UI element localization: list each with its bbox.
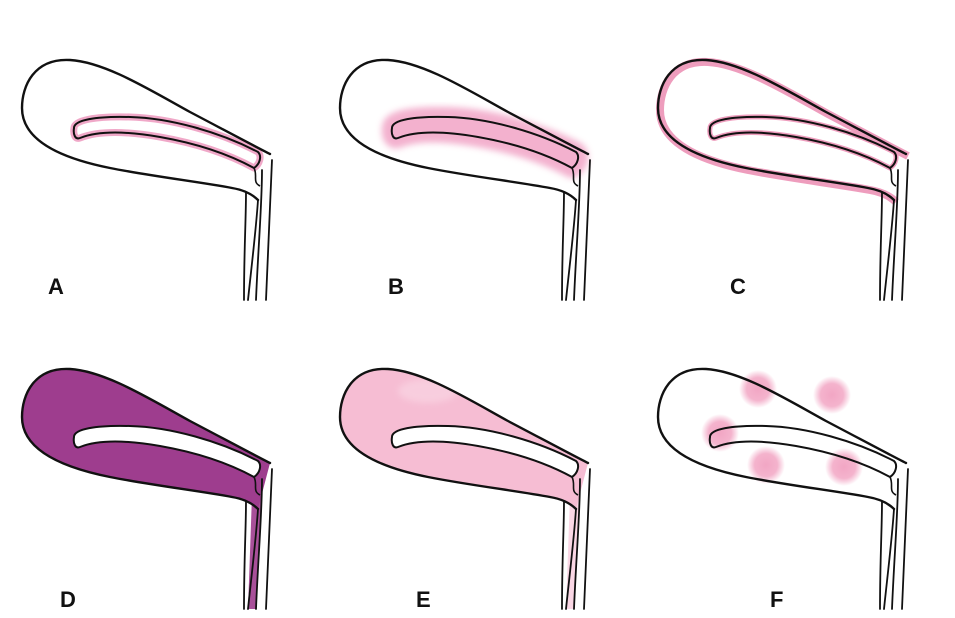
cervical-canal-line — [880, 501, 882, 609]
panel-d: D — [0, 309, 318, 618]
panel-b: B — [318, 0, 636, 309]
cervical-canal-line — [266, 469, 272, 609]
panel-label-e: E — [416, 589, 431, 611]
cervical-canal-line — [880, 192, 882, 300]
cervical-canal-line — [266, 160, 272, 300]
uterus-diagram-b — [318, 0, 636, 309]
panel-label-b: B — [388, 276, 404, 298]
cervical-canal-line — [244, 192, 246, 300]
uterine-wall-outline — [658, 369, 906, 509]
panel-f: F — [636, 309, 954, 618]
cervical-canal-line — [584, 469, 590, 609]
uterus-diagram-d — [0, 309, 318, 618]
cervical-canal-line — [902, 160, 908, 300]
panel-c: C — [636, 0, 954, 309]
cervical-canal-line — [244, 501, 246, 609]
highlight — [398, 379, 458, 403]
uterus-diagram-a — [0, 0, 318, 309]
internal-os-line — [890, 477, 896, 495]
uterus-diagram-f — [636, 309, 954, 618]
cervical-canal-line — [892, 170, 898, 300]
uterus-diagram-c — [636, 0, 954, 309]
cervical-canal-line — [584, 160, 590, 300]
peripheral-rim — [660, 62, 908, 202]
internal-os-line — [890, 168, 896, 186]
panel-label-c: C — [730, 276, 746, 298]
cervical-canal-line — [574, 170, 580, 300]
uterus-diagram-e — [318, 309, 636, 618]
cervical-canal-line — [892, 479, 898, 609]
panel-label-f: F — [770, 589, 783, 611]
panel-label-d: D — [60, 589, 76, 611]
panel-a: A — [0, 0, 318, 309]
cervical-canal-line — [562, 192, 564, 300]
cervical-canal-line — [562, 501, 564, 609]
cervical-canal-line — [902, 469, 908, 609]
endometrial-band — [392, 117, 578, 168]
focal-spot — [739, 370, 777, 408]
internal-os-line — [254, 168, 260, 186]
cavity-rim — [710, 117, 896, 168]
uterine-wall-outline — [22, 60, 270, 200]
panel-label-a: A — [48, 276, 64, 298]
focal-spot — [813, 376, 851, 414]
endometrial-line — [74, 117, 260, 168]
cervical-canal-line — [256, 170, 262, 300]
panel-e: E — [318, 309, 636, 618]
